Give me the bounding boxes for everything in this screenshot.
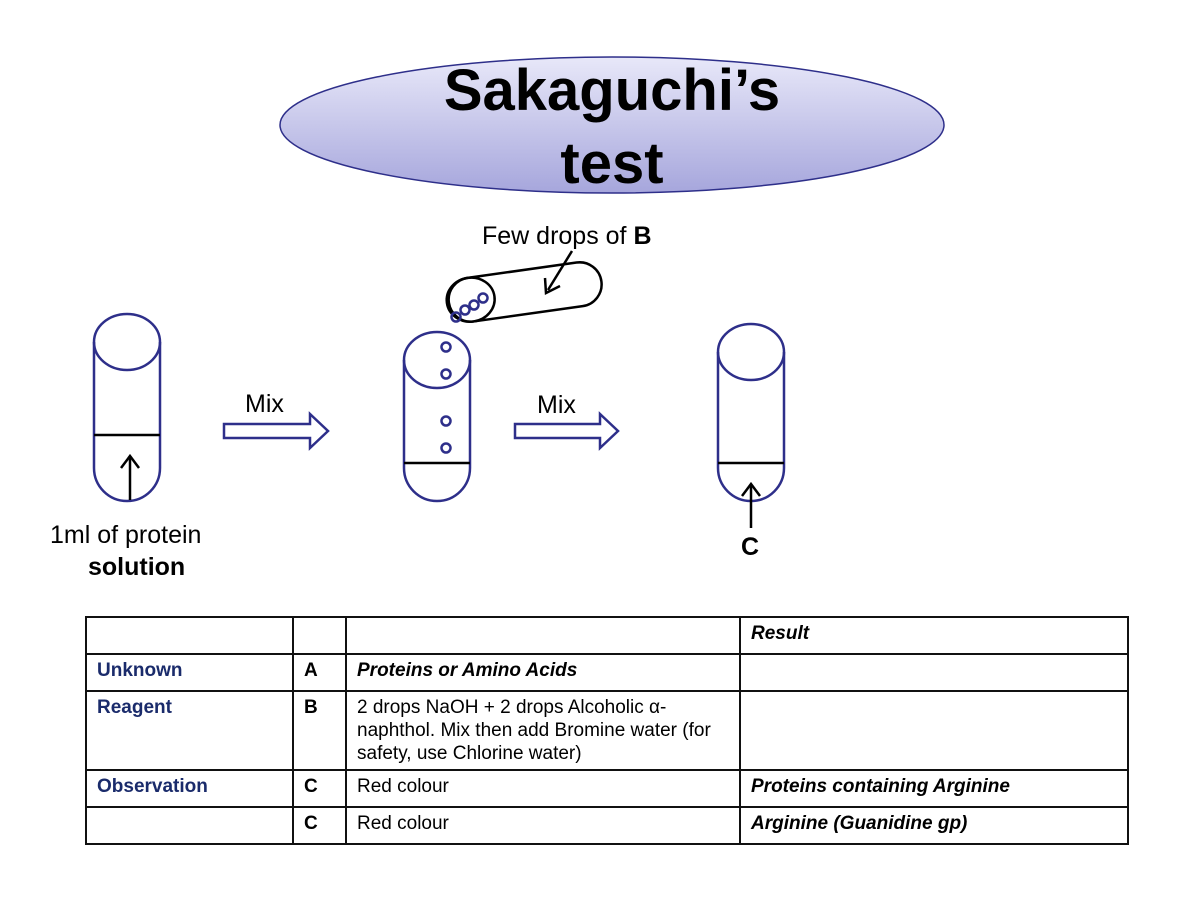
row-code: B xyxy=(292,690,347,771)
drop xyxy=(477,292,489,304)
test-tube-2 xyxy=(402,330,472,503)
dropper-opening xyxy=(445,276,496,323)
row-code: A xyxy=(292,653,347,692)
dropper-pointer-arrow xyxy=(546,250,574,291)
table-row: Observation C Red colour Proteins contai… xyxy=(85,769,1129,808)
tube3-arrow xyxy=(741,481,761,528)
row-result: Arginine (Guanidine gp) xyxy=(739,806,1129,845)
row-result: Proteins containing Arginine xyxy=(739,769,1129,808)
sakaguchi-diagram: Sakaguchi’s test Few drops of B 1ml of p… xyxy=(50,56,945,581)
table-row: Unknown A Proteins or Amino Acids xyxy=(85,653,1129,692)
mix-label-2: Mix xyxy=(537,391,576,419)
header-cell xyxy=(292,616,347,655)
mix-arrow-2 xyxy=(513,411,620,451)
dropper-label: Few drops of B xyxy=(482,222,652,250)
title-banner: Sakaguchi’s test xyxy=(279,56,945,196)
title-ellipse xyxy=(279,56,945,194)
row-desc: Proteins or Amino Acids xyxy=(345,653,741,692)
tube1-label-line2: solution xyxy=(88,553,185,581)
row-label: Reagent xyxy=(85,690,294,771)
row-desc: Red colour xyxy=(345,769,741,808)
mix-arrow-1 xyxy=(222,411,330,451)
table-header-row: Result xyxy=(85,616,1129,655)
header-result: Result xyxy=(739,616,1129,655)
results-table: Result Unknown A Proteins or Amino Acids… xyxy=(85,616,1129,845)
dropper: Few drops of B xyxy=(445,222,652,323)
drop xyxy=(440,442,452,454)
row-desc: Red colour xyxy=(345,806,741,845)
title-line-1: Sakaguchi’s xyxy=(444,58,780,123)
row-code: C xyxy=(292,806,347,845)
table-row: C Red colour Arginine (Guanidine gp) xyxy=(85,806,1129,845)
mix-label-1: Mix xyxy=(245,390,284,418)
drop xyxy=(440,415,452,427)
dropper-arrowhead xyxy=(543,277,561,295)
drop xyxy=(450,311,462,323)
drop xyxy=(440,341,452,353)
row-desc: 2 drops NaOH + 2 drops Alcoholic α-napht… xyxy=(345,690,741,771)
row-label: Observation xyxy=(85,769,294,808)
row-result xyxy=(739,690,1129,771)
drop xyxy=(468,299,480,311)
drop xyxy=(459,304,471,316)
row-label: Unknown xyxy=(85,653,294,692)
row-result xyxy=(739,653,1129,692)
test-tube-1 xyxy=(92,312,162,503)
row-label xyxy=(85,806,294,845)
tube3-label: C xyxy=(741,533,759,561)
table-row: Reagent B 2 drops NaOH + 2 drops Alcohol… xyxy=(85,690,1129,771)
test-tube-3 xyxy=(716,322,786,503)
header-cell xyxy=(345,616,741,655)
tube1-label-line1: 1ml of protein xyxy=(50,521,201,549)
dropper-body xyxy=(447,261,603,323)
title-line-2: test xyxy=(560,131,663,196)
drops xyxy=(450,292,489,323)
drop xyxy=(440,368,452,380)
header-cell xyxy=(85,616,294,655)
tube1-arrow xyxy=(120,453,140,500)
row-code: C xyxy=(292,769,347,808)
